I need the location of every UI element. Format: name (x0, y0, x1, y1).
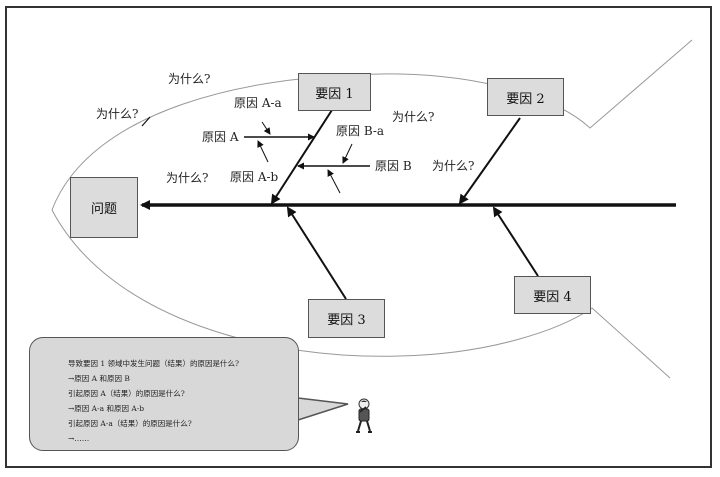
bubble-tail (297, 397, 349, 421)
cause-4-label: 要因 4 (533, 289, 572, 305)
bone-cause-a-b (257, 140, 269, 163)
bone-cause-b-b (327, 169, 341, 194)
problem-box: 问题 (70, 177, 138, 238)
bubble-line: →…… (68, 434, 90, 443)
thinking-person-icon (356, 398, 372, 433)
cause-3-box: 要因 3 (308, 299, 385, 338)
why-label-1: 为什么? (168, 72, 211, 86)
bubble-line: 导致要因 1 领域中发生问题（结果）的原因是什么? (68, 359, 240, 368)
cause-2-label: 要因 2 (506, 91, 545, 107)
diagram-frame (5, 6, 712, 468)
speech-bubble: 导致要因 1 领域中发生问题（结果）的原因是什么? →原因 A 和原因 B 引起… (29, 337, 299, 451)
bubble-line: →原因 A 和原因 B (68, 374, 130, 383)
problem-label: 问题 (90, 202, 117, 217)
cause-2-box: 要因 2 (487, 78, 564, 116)
cause-1-box: 要因 1 (298, 73, 371, 111)
cause-a-a-label: 原因 A-a (234, 96, 282, 110)
why-label-2: 为什么? (96, 107, 139, 121)
bone-cause-a-a (261, 121, 271, 135)
why-arrow-mark (141, 116, 151, 127)
why-label-3: 为什么? (166, 171, 209, 185)
fish-belly-outline (51, 209, 671, 379)
bone-cause-3 (286, 206, 347, 300)
bone-cause-b-a (342, 143, 353, 164)
cause-b-a-label: 原因 B-a (336, 124, 385, 138)
bone-cause-1 (270, 109, 333, 205)
cause-a-b-label: 原因 A-b (230, 170, 279, 184)
bubble-line: 引起原因 A-a（结果）的原因是什么? (68, 419, 192, 428)
bone-cause-2 (458, 117, 521, 205)
why-label-5: 为什么? (432, 159, 475, 173)
cause-4-box: 要因 4 (514, 276, 591, 314)
bubble-line: →原因 A-a 和原因 A-b (68, 404, 145, 413)
cause-b-label: 原因 B (375, 159, 412, 173)
cause-1-label: 要因 1 (315, 86, 354, 102)
bubble-line: 引起原因 A（结果）的原因是什么? (68, 389, 185, 398)
why-label-4: 为什么? (392, 110, 435, 124)
cause-a-label: 原因 A (202, 130, 239, 144)
cause-3-label: 要因 3 (327, 313, 366, 328)
bone-cause-4 (492, 206, 539, 277)
